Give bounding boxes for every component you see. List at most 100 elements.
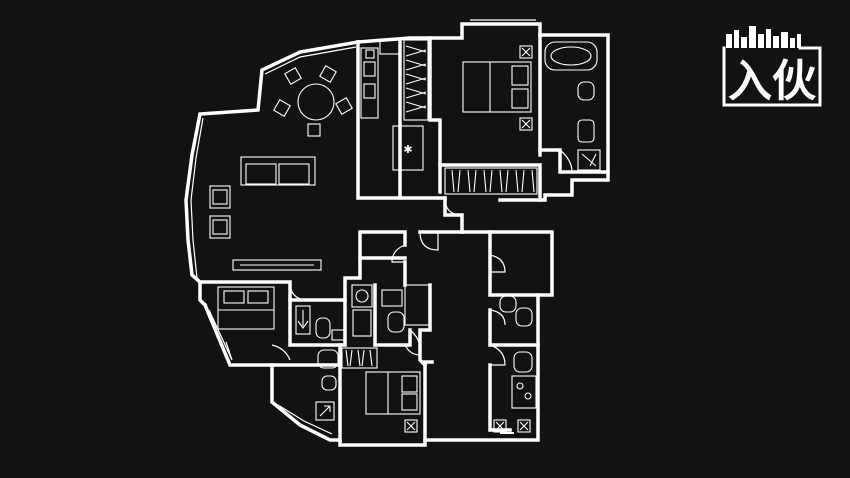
wall-bath-lower	[538, 148, 610, 174]
armchair-seat	[212, 189, 228, 205]
bathtub-icon	[544, 41, 598, 71]
pillow	[247, 290, 269, 304]
nightstand	[517, 419, 531, 433]
sofa-cushion	[245, 163, 277, 185]
glazing-top	[264, 46, 357, 75]
wall-dressing	[438, 163, 542, 202]
sink-icon	[321, 375, 337, 391]
door-swing-icon	[289, 281, 306, 301]
wall-master-left	[428, 36, 442, 194]
door-swing-icon	[409, 329, 421, 351]
nightstand-marks	[406, 47, 531, 431]
wall-kitchen	[356, 40, 447, 200]
door-swing-icon	[559, 149, 573, 173]
armchair	[209, 185, 231, 209]
wall-bath-mid	[288, 298, 347, 347]
fridge	[379, 39, 401, 55]
master-bedroom	[444, 45, 538, 195]
island-sink-icon: ✱	[403, 143, 412, 156]
door-swing-icon	[444, 197, 463, 216]
building-skyline-icon	[726, 26, 801, 48]
shower-drain	[581, 153, 597, 167]
burner	[516, 382, 524, 390]
burner	[524, 392, 532, 400]
pillow	[401, 393, 418, 411]
door-swing-icon	[489, 309, 506, 326]
wall-living-wing	[184, 39, 361, 308]
wardrobe-icon	[341, 347, 378, 369]
door-swing-icon	[271, 344, 291, 361]
pillow	[511, 88, 529, 109]
glazing-lower	[277, 404, 333, 435]
toilet-icon	[577, 81, 595, 101]
nightstand	[404, 419, 418, 433]
shower-drain	[297, 310, 309, 329]
dining-chair	[307, 123, 321, 137]
glazing-lower-left	[208, 309, 233, 361]
living-set	[209, 156, 322, 271]
dining-chair	[319, 65, 337, 83]
wardrobe-hangers	[451, 169, 535, 193]
wardrobe-icon	[403, 39, 429, 121]
glazing-living	[190, 117, 204, 279]
bedroom-left	[217, 286, 275, 330]
toilet-icon	[513, 351, 533, 373]
bathrooms-mid	[295, 284, 430, 421]
door-swing-icon	[391, 244, 406, 263]
toilet-icon	[317, 349, 339, 369]
bathtub-basin	[550, 46, 592, 66]
sink-icon	[331, 329, 345, 341]
sink-icon	[515, 307, 533, 327]
wall-living-bottom	[198, 230, 407, 302]
wall-powder	[373, 283, 412, 347]
dining-chair	[273, 99, 291, 117]
master-bath	[544, 41, 601, 171]
armchair-seat	[212, 219, 228, 235]
brand-logo: 入伙	[722, 26, 822, 107]
door-swing-icon	[489, 344, 506, 366]
wall-lower-right	[202, 230, 554, 447]
bed-icon	[217, 286, 275, 330]
wardrobe-icon	[444, 167, 538, 195]
bed-icon	[462, 61, 532, 113]
armchair	[209, 215, 231, 239]
toilet-icon	[387, 311, 405, 333]
door-swing-icon	[419, 231, 439, 251]
service-rooms	[493, 295, 537, 434]
outer-walls	[184, 19, 610, 447]
shower	[295, 305, 311, 335]
shower	[577, 149, 601, 171]
dining-table-icon	[297, 83, 335, 121]
laundry-sink	[352, 309, 372, 337]
sink-icon	[363, 83, 376, 99]
kitchen-burner	[365, 49, 375, 59]
logo-text: 入伙	[728, 56, 816, 107]
washing-drum	[355, 289, 369, 303]
nightstand	[519, 45, 533, 59]
powder-vanity	[404, 284, 430, 326]
door-swing-icon	[489, 254, 506, 273]
dining-set	[273, 65, 353, 137]
kitchen-counter	[360, 47, 379, 119]
bed-icon	[365, 371, 421, 415]
sink-icon	[381, 289, 403, 307]
sofa-icon	[240, 156, 316, 186]
stove-icon	[511, 375, 537, 409]
wall-top-middle	[356, 22, 610, 202]
toilet-icon	[499, 295, 517, 313]
nightstand	[519, 117, 533, 131]
wall-service-bath	[488, 308, 540, 347]
shower	[315, 401, 335, 421]
pillow	[401, 375, 418, 393]
wall-service	[488, 230, 540, 297]
stove-icon	[363, 61, 376, 77]
sink-icon	[577, 119, 595, 143]
dining-chair	[284, 67, 302, 85]
logo-frame	[722, 46, 822, 107]
dining-chair	[335, 97, 353, 115]
washing-machine	[351, 284, 373, 308]
kitchen-island	[392, 125, 424, 171]
wall-corridor-link	[443, 196, 464, 234]
